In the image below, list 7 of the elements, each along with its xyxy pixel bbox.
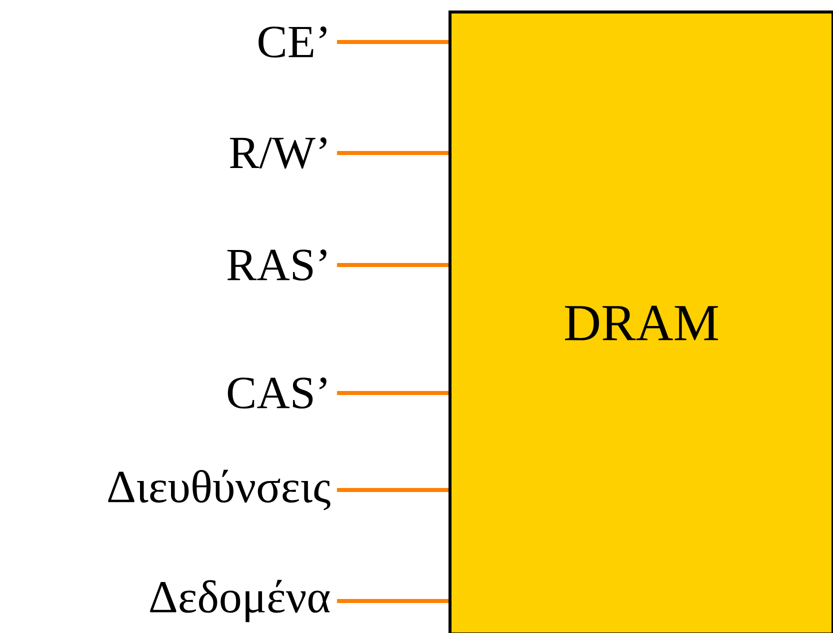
pin-label: CE’ <box>258 26 326 58</box>
pin-label: Δεδομένα <box>150 580 330 622</box>
memory-chip-box: DRAM <box>448 10 833 633</box>
pin-label: R/W’ <box>230 137 326 169</box>
pin-label: Διευθύνσεις <box>108 470 330 510</box>
pin-label: CAS’ <box>228 377 326 409</box>
pin-label: RAS’ <box>227 249 326 281</box>
